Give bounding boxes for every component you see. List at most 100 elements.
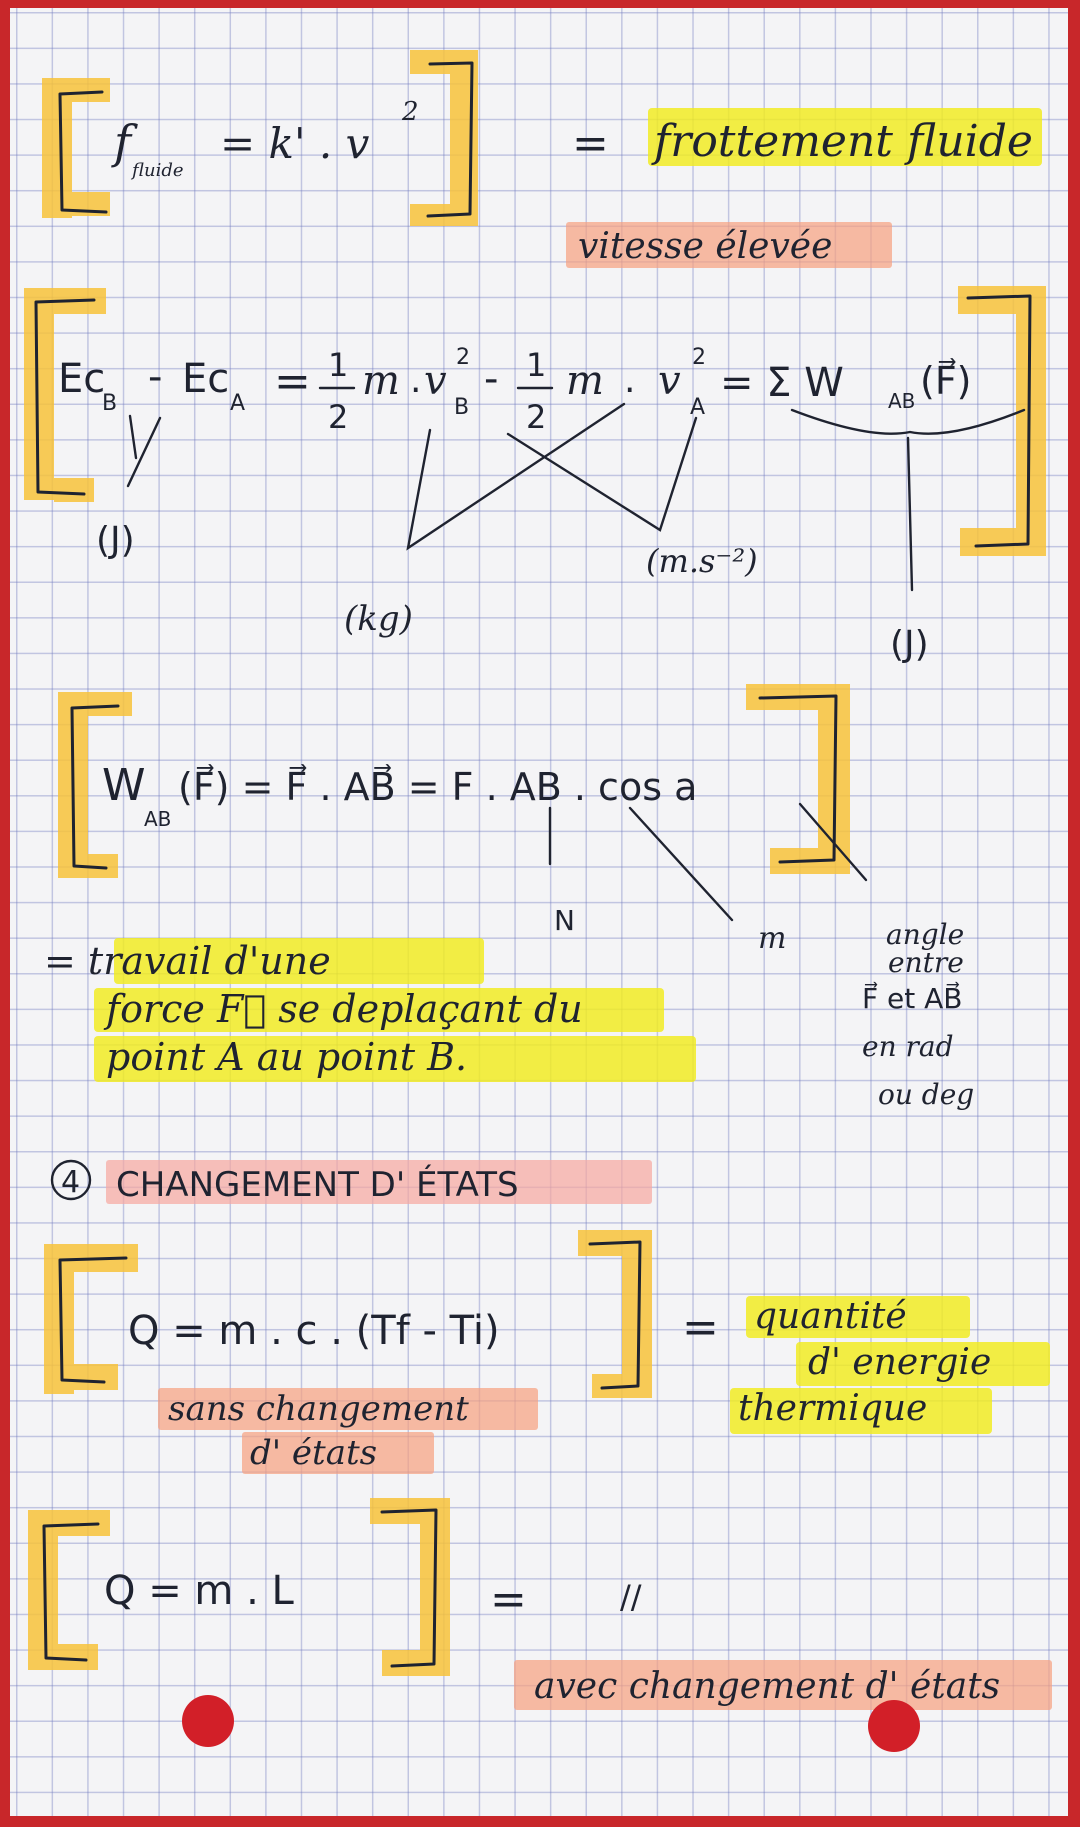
unit-newton: N [554, 904, 575, 937]
dot-operator: . [410, 360, 421, 401]
handwritten-notes: f fluide = k' . v 2 = frottement fluide … [24, 50, 1052, 1752]
heat-meaning-line: thermique [738, 1388, 927, 1429]
bracket-highlight [88, 692, 132, 716]
friction-rhs: = k' . v [220, 119, 370, 168]
half-denominator: 2 [328, 398, 348, 436]
meaning-highlight [730, 1388, 992, 1434]
formula-fluid-friction: f fluide = k' . v 2 = frottement fluide … [42, 50, 1042, 268]
ec-sub-a: A [230, 391, 245, 416]
work-force: (F⃗) [920, 358, 972, 403]
unit-pointer-distance [628, 806, 734, 922]
work-sub-ab: AB [144, 807, 171, 831]
work-brace [790, 408, 1026, 435]
definition-highlight [114, 938, 484, 984]
meaning-highlight [796, 1342, 1050, 1386]
work-symbol: W [102, 760, 146, 811]
note-highlight [514, 1660, 1052, 1710]
ditto-mark: // [620, 1578, 642, 1616]
velocity-symbol: v [424, 358, 447, 404]
bracket-highlight [382, 1650, 420, 1676]
formula-heat-sensible: Q = m . c . (Tf - Ti) = quantité d' ener… [44, 1230, 1050, 1474]
formula-heat-latent: Q = m . L = // avec changement d' états [28, 1498, 1052, 1710]
section-number-circle [50, 1159, 92, 1201]
meaning-highlight [648, 108, 1042, 166]
friction-condition: vitesse élevée [578, 226, 832, 267]
work-expression: (F⃗) = F⃗ . AB⃗ = F . AB . cos a [178, 764, 697, 809]
bracket-highlight [58, 1644, 98, 1670]
unit-pointer-angle [798, 802, 868, 882]
sum-of-work: = Σ W [720, 360, 844, 406]
friction-subscript: fluide [130, 160, 184, 181]
binder-hole [182, 1695, 234, 1747]
minus-sign: - [148, 354, 162, 400]
unit-pointer-velocity [506, 416, 698, 532]
bracket-highlight [958, 286, 1016, 314]
unit-joule-left: (J) [96, 520, 135, 561]
ec-symbol: Ec [182, 356, 229, 402]
friction-meaning: frottement fluide [651, 116, 1033, 167]
latent-heat-equals: = [490, 1574, 527, 1625]
friction-exponent: 2 [401, 97, 419, 127]
mass-symbol: m [362, 358, 400, 404]
condition-highlight [566, 222, 892, 268]
right-bracket [758, 694, 838, 864]
angle-note-line: angle [886, 918, 964, 951]
angle-note-line: entre [888, 946, 964, 979]
unit-pointer-ec [126, 414, 162, 488]
section-number: 4 [61, 1165, 80, 1200]
unit-kilogram: (kg) [344, 599, 413, 639]
left-bracket [58, 1256, 128, 1384]
latent-heat-expression: Q = m . L [104, 1568, 295, 1614]
left-bracket [58, 90, 108, 214]
angle-note-line: en rad [862, 1030, 954, 1063]
unit-pointer-mass [406, 402, 626, 551]
work-sub-ab: AB [888, 389, 915, 413]
ec-sub-b: B [102, 391, 117, 416]
half-numerator: 1 [526, 346, 546, 384]
ec-symbol: Ec [58, 356, 105, 402]
right-bracket [426, 61, 474, 218]
definition-line: = travail d'une [44, 939, 331, 983]
note-highlight [158, 1388, 538, 1430]
minus-sign: - [484, 356, 498, 402]
notebook-card: f fluide = k' . v 2 = frottement fluide … [10, 8, 1068, 1816]
definition-line: force F⃗ se deplaçant du [103, 987, 583, 1031]
bracket-highlight [54, 478, 94, 502]
friction-equals: = [572, 118, 609, 169]
velocity-exponent: 2 [456, 345, 470, 370]
definition-line: point A au point B. [106, 1035, 467, 1079]
angle-note-line: F⃗ et AB⃗ [862, 981, 962, 1015]
velocity-sub-b: B [454, 395, 469, 420]
angle-note-line: ou deg [878, 1078, 974, 1111]
bracket-highlight [960, 528, 1016, 556]
formula-kinetic-energy-theorem: Ec B - Ec A = 1 2 m . v 2 B - 1 2 m . v … [24, 286, 1046, 665]
heat-expression: Q = m . c . (Tf - Ti) [128, 1308, 500, 1354]
section-title-highlight [106, 1160, 652, 1204]
unit-meter: m [758, 921, 786, 956]
meaning-highlight [746, 1296, 970, 1338]
heat-meaning-line: quantité [754, 1296, 907, 1337]
velocity-exponent: 2 [692, 345, 706, 370]
section-heading: 4 CHANGEMENT D' ÉTATS [50, 1159, 652, 1205]
right-bracket [588, 1240, 642, 1390]
unit-meter-per-second: (m.s⁻²) [646, 542, 758, 580]
heat-note-line: sans changement [168, 1389, 469, 1429]
bracket-highlight [74, 1364, 118, 1390]
definition-highlight [94, 988, 664, 1032]
bracket-highlight [42, 78, 72, 218]
velocity-symbol: v [658, 358, 681, 404]
mass-symbol: m [566, 358, 604, 404]
dot-operator: . [624, 360, 635, 401]
left-bracket [34, 298, 96, 496]
right-bracket [966, 294, 1032, 548]
heat-meaning-line: d' energie [808, 1342, 991, 1383]
bracket-highlight [450, 50, 478, 226]
heat-equals: = [682, 1302, 719, 1353]
latent-heat-note: avec changement d' états [534, 1666, 1000, 1707]
bracket-highlight [72, 78, 110, 102]
left-bracket [42, 1522, 100, 1662]
binder-hole [868, 1700, 920, 1752]
velocity-sub-a: A [690, 395, 705, 420]
heat-note-line: d' états [250, 1433, 377, 1473]
unit-joule-right: (J) [890, 624, 929, 665]
